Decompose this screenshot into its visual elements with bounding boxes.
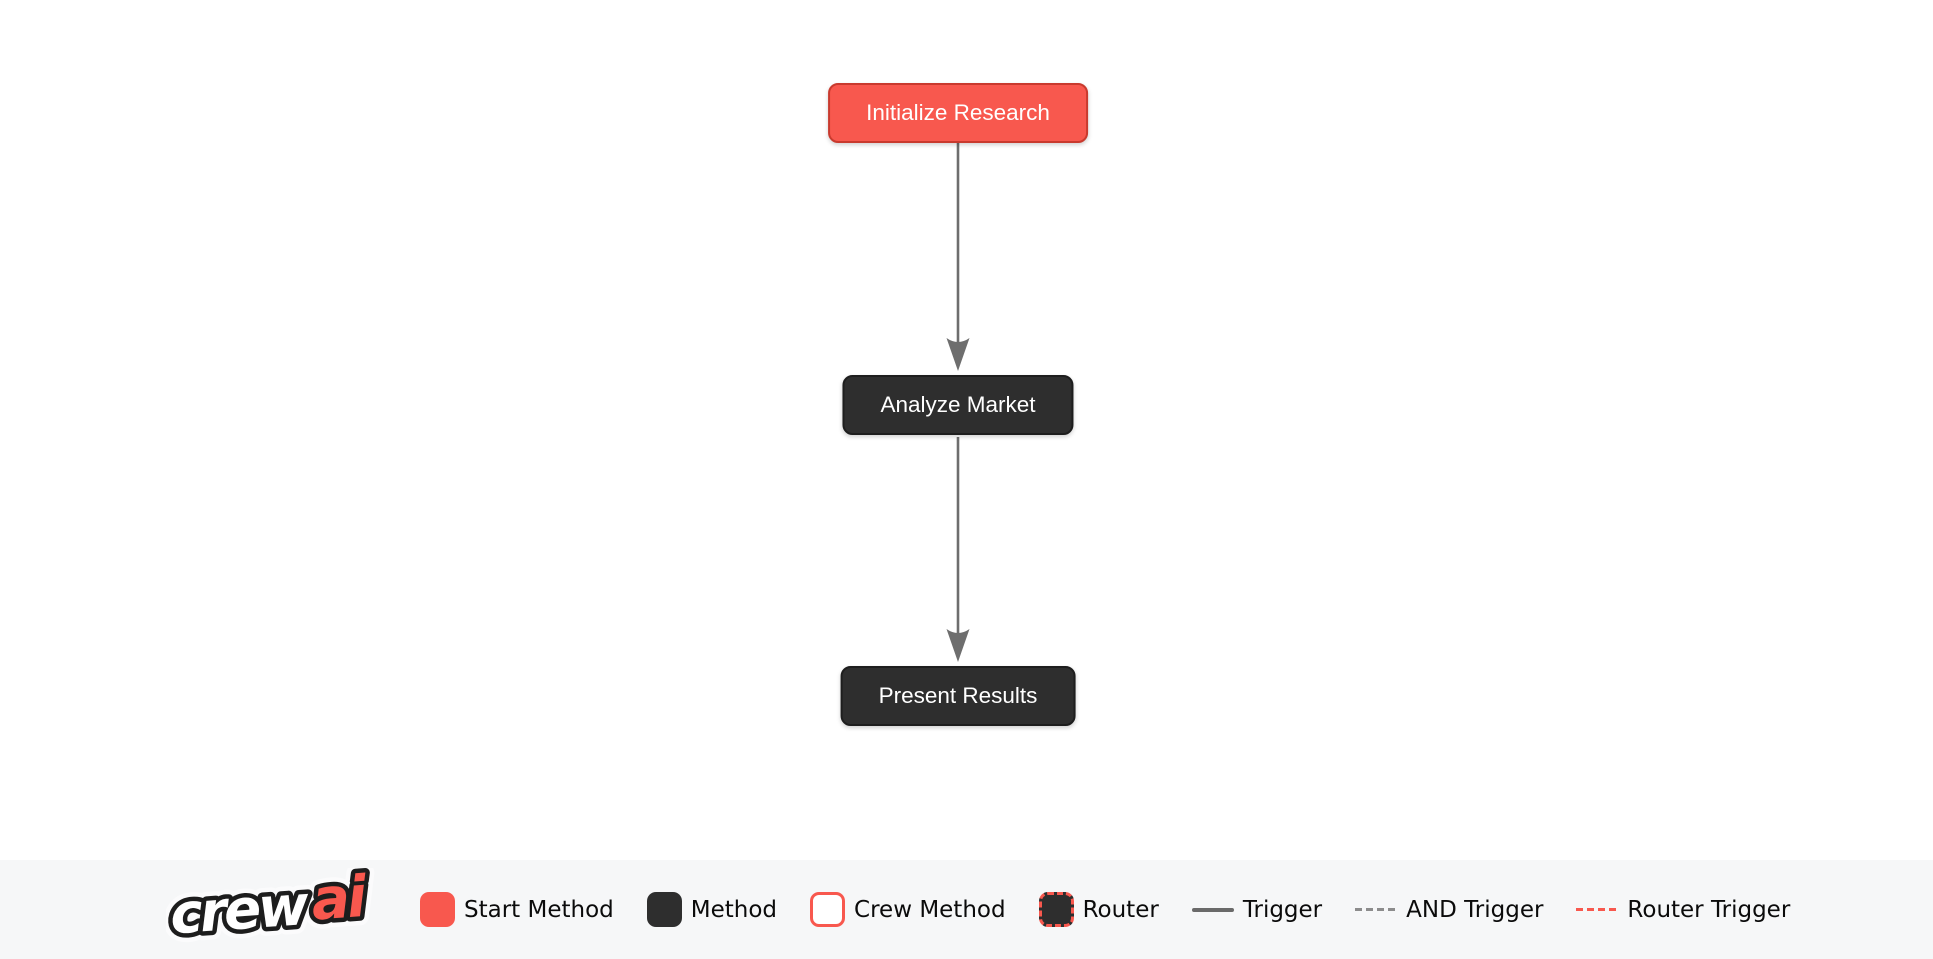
crew-method-square-icon: [810, 892, 846, 927]
node-analyze-market[interactable]: Analyze Market: [842, 375, 1074, 435]
legend-item-crew-method: Crew Method: [810, 892, 1006, 927]
crewai-logo: crew ai crew ai crew ai: [159, 855, 390, 956]
legend-label: Router Trigger: [1627, 896, 1791, 923]
edge-analyze-to-present: [946, 437, 970, 662]
router-square-icon: [1038, 892, 1074, 927]
svg-text:crew: crew: [168, 873, 311, 947]
legend-item-router: Router: [1038, 892, 1159, 927]
edge-initialize-to-analyze: [946, 143, 970, 371]
legend-item-and-trigger: AND Trigger: [1355, 897, 1543, 923]
legend-label: AND Trigger: [1406, 896, 1544, 923]
node-initialize-research[interactable]: Initialize Research: [828, 83, 1088, 143]
method-square-icon: [646, 892, 682, 927]
svg-text:ai: ai: [309, 868, 370, 934]
legend-item-start-method: Start Method: [420, 892, 614, 927]
legend-label: Crew Method: [854, 896, 1006, 923]
crewai-logo-svg: crew ai crew ai crew ai: [159, 855, 379, 956]
legend-item-trigger: Trigger: [1191, 896, 1323, 923]
legend-bar: crew ai crew ai crew ai Start Method Met…: [0, 855, 1933, 959]
svg-text:crew: crew: [168, 873, 311, 947]
node-label: Analyze Market: [880, 392, 1036, 417]
node-label: Initialize Research: [866, 100, 1050, 125]
flow-canvas[interactable]: Initialize Research Analyze Market Prese…: [0, 0, 1933, 860]
router-trigger-line-icon: [1576, 908, 1619, 911]
node-label: Present Results: [878, 683, 1038, 708]
trigger-line-icon: [1191, 907, 1234, 912]
legend-item-method: Method: [646, 892, 778, 927]
legend-label: Method: [690, 896, 778, 923]
legend-item-router-trigger: Router Trigger: [1576, 897, 1790, 923]
and-trigger-line-icon: [1355, 908, 1398, 911]
legend-label: Router: [1082, 896, 1159, 923]
edges-layer: [946, 143, 970, 662]
start-method-square-icon: [420, 892, 455, 927]
legend-label: Trigger: [1242, 896, 1323, 923]
legend-label: Start Method: [464, 896, 614, 923]
node-present-results[interactable]: Present Results: [840, 666, 1076, 726]
legend-items: Start Method Method Crew Method Router T…: [420, 892, 1790, 927]
